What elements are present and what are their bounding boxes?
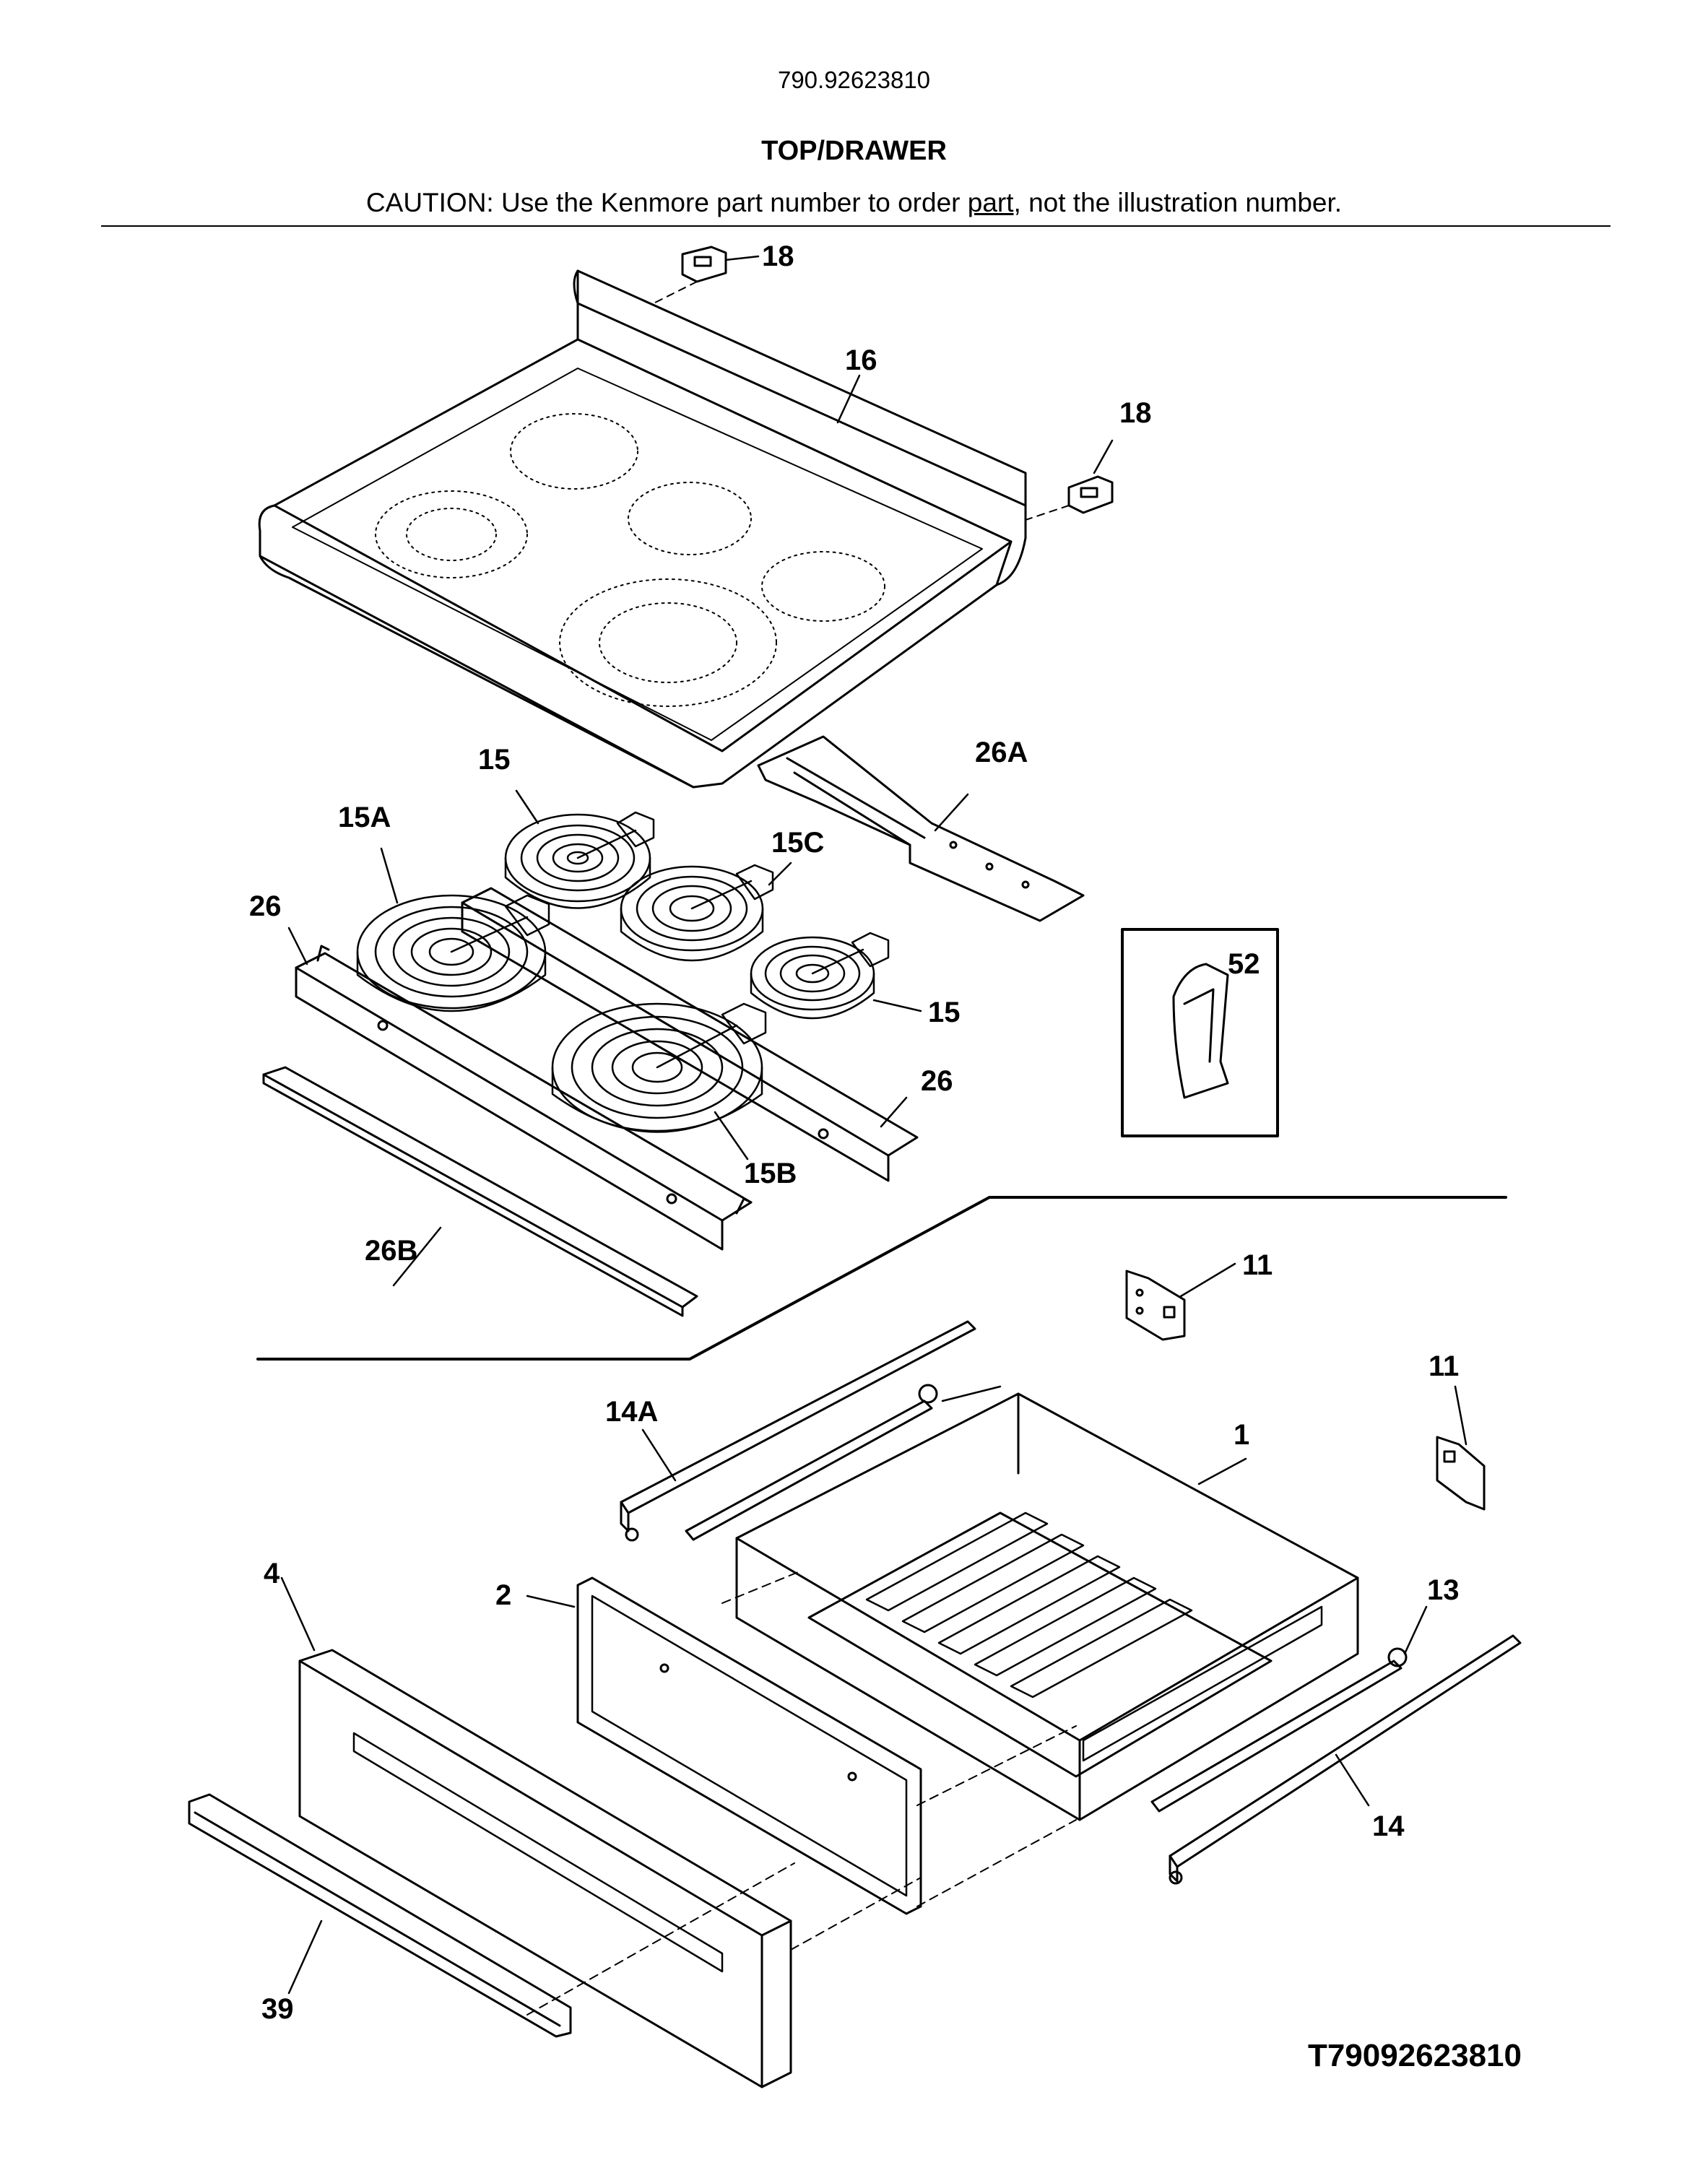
slide-rail-part-13 <box>1150 1647 1408 1813</box>
bracket-part-11-upper <box>1125 1270 1186 1341</box>
callout-11a: 11 <box>1242 1249 1273 1281</box>
callout-26B: 26B <box>365 1235 417 1267</box>
element-part-15A <box>356 894 550 1012</box>
support-bracket-part-26-right <box>461 887 919 1182</box>
element-part-15B <box>551 1002 767 1133</box>
callout-15C: 15C <box>771 827 824 859</box>
slide-rail-part-14A <box>620 1320 976 1542</box>
inner-panel-part-2 <box>576 1576 922 1915</box>
callout-2: 2 <box>495 1579 511 1611</box>
diagram-id: T79092623810 <box>1307 2038 1522 2073</box>
callout-14: 14 <box>1372 1810 1405 1842</box>
caution-prefix: CAUTION: Use the Kenmore part number to … <box>365 188 968 217</box>
header-divider <box>101 225 1611 227</box>
cooktop-part-16 <box>258 269 1027 789</box>
slide-rail-part-14 <box>1169 1634 1522 1885</box>
page-title: TOP/DRAWER <box>761 136 947 166</box>
drawer-part-1 <box>735 1392 1359 1821</box>
model-number: 790.92623810 <box>777 66 931 93</box>
callout-18b: 18 <box>1119 397 1152 429</box>
element-part-15-rear <box>504 811 655 909</box>
caution-note: CAUTION: Use the Kenmore part number to … <box>0 188 1708 218</box>
handle-part-39 <box>188 1793 572 2038</box>
bracket-part-18-right <box>1067 475 1114 514</box>
callout-26b: 26 <box>921 1065 953 1097</box>
callout-15b: 15 <box>928 997 961 1028</box>
caution-suffix: , not the illustration number. <box>1013 188 1343 217</box>
callout-26A: 26A <box>975 737 1028 768</box>
callout-16: 16 <box>845 344 877 376</box>
caution-part-link[interactable]: part <box>967 188 1014 217</box>
callout-11b: 11 <box>1429 1350 1459 1382</box>
bracket-part-18-left <box>681 246 727 283</box>
callout-15B: 15B <box>744 1158 797 1189</box>
support-bracket-part-26-left <box>295 945 753 1251</box>
callout-26a: 26 <box>249 890 282 922</box>
drawer-front-part-4 <box>298 1649 792 2088</box>
callout-18a: 18 <box>762 240 794 272</box>
kit-part-52 <box>1121 928 1279 1137</box>
callout-1: 1 <box>1234 1419 1249 1451</box>
callout-4: 4 <box>264 1558 280 1589</box>
callout-52: 52 <box>1228 948 1260 980</box>
callout-15A: 15A <box>338 802 391 833</box>
harness-bracket-part-26A <box>757 735 1085 922</box>
element-part-15-front <box>750 932 890 1020</box>
trim-strip-part-26B <box>262 1066 698 1317</box>
callout-14A: 14A <box>605 1396 658 1428</box>
callout-39: 39 <box>261 1993 294 2025</box>
callout-13: 13 <box>1427 1574 1460 1606</box>
bracket-part-11-lower <box>1436 1436 1486 1511</box>
element-part-15C <box>620 864 774 962</box>
callout-15a: 15 <box>478 744 511 776</box>
slide-rail-part-13A <box>685 1384 938 1541</box>
